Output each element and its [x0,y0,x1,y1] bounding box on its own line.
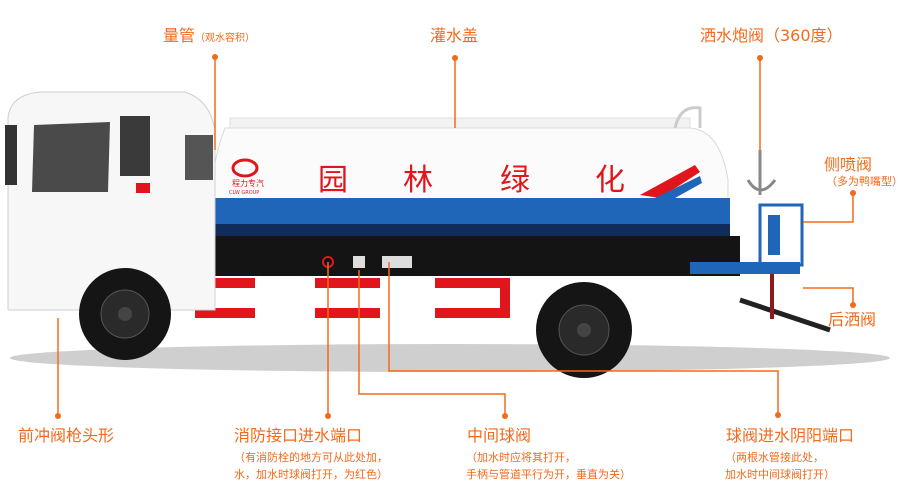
leader-lines [57,57,854,416]
side-guard [190,278,510,318]
label-fire-inlet: 消防接口进水端口 [234,426,363,445]
leader-middle-ball [358,270,506,416]
leader-side-spray [803,193,854,223]
leader-ball-inlet [388,262,779,415]
label-side-spray: 侧喷阀 [824,155,873,174]
chassis [180,236,740,276]
note-line: （两根水管接此处， [725,451,824,464]
label-ball-inlet: 球阀进水阴阳端口 [726,426,855,445]
rear-wheel [536,282,632,378]
note-line: 水，加水时球阀打开，为红色） [234,468,388,481]
label-middle-ball-note: （加水时应将其打开， 手柄与管道平行为开，垂直为关） [466,449,631,483]
label-side-spray-note: （多为鸭嘴型） [826,175,900,188]
label-ball-inlet-note: （两根水管接此处， 加水时中间球阀打开） [725,449,835,483]
note-line: 手柄与管道平行为开，垂直为关） [466,468,631,481]
middle-ball-valve [353,256,365,268]
label-fill-cap: 灌水盖 [430,26,479,45]
ground-shadow [10,344,890,372]
leader-dots [55,54,856,419]
label-rear-spray: 后洒阀 [828,310,877,329]
label-middle-ball: 中间球阀 [467,426,532,445]
leader-rear-spray [803,287,854,305]
label-note: （观水容积） [195,33,256,44]
tank-char: 化 [595,163,625,198]
tank-char: 绿 [500,163,530,198]
front-wheel [79,268,171,360]
tank-lettering: 园 林 绿 化 [318,163,625,198]
tank-char: 林 [403,163,433,198]
rear-platform [690,150,831,333]
note-line: （有消防栓的地方可从此处加， [234,451,388,464]
tank-char: 园 [318,163,348,198]
label-front-flush: 前冲阀枪头形 [18,426,115,445]
note-line: 加水时中间球阀打开） [725,468,835,481]
note-line: （加水时应将其打开， [466,451,576,464]
label-title: 量管 [163,26,196,45]
brand-logo: 程力专汽 CLW GROUP [229,158,264,196]
brand-name-en: CLW GROUP [229,190,259,196]
ball-inlet-port [382,256,412,268]
truck-cab [5,91,216,311]
label-fire-inlet-note: （有消防栓的地方可从此处加， 水，加水时球阀打开，为红色） [234,449,388,483]
label-gauge: 量管（观水容积） [163,28,255,44]
label-cannon-valve: 洒水炮阀（360度） [700,26,843,45]
water-tank [208,106,730,238]
brand-name-cn: 程力专汽 [232,178,264,188]
